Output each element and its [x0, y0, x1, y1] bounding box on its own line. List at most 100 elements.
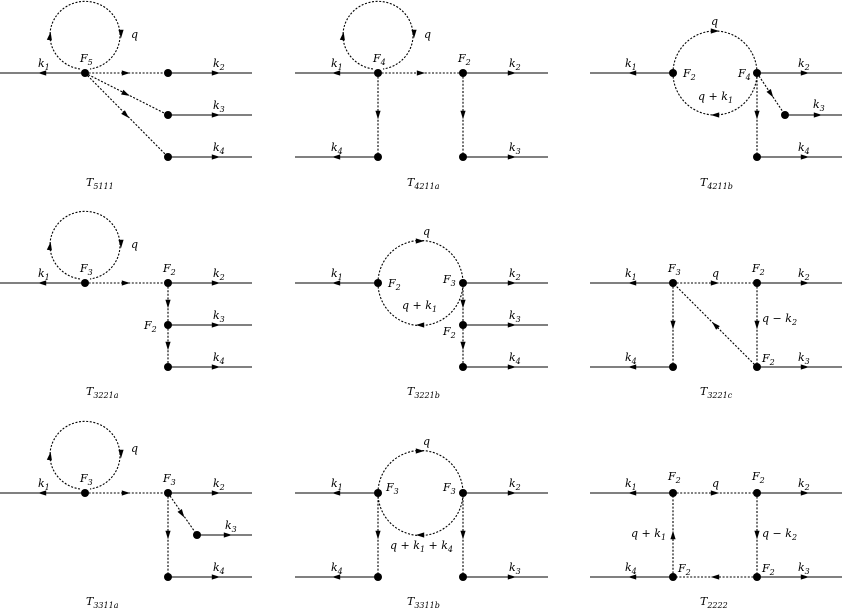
arrow-icon	[121, 490, 131, 496]
dashed-line	[84, 72, 169, 116]
arrow-icon	[121, 110, 129, 118]
label-q-plus-k1: q + k1​	[698, 90, 733, 105]
arrow-icon	[121, 70, 131, 76]
label-q: q	[712, 477, 719, 490]
arrow-icon	[211, 112, 221, 118]
arrow-icon	[121, 280, 131, 286]
arrow-icon	[710, 574, 720, 580]
label-q: q	[131, 442, 138, 455]
arrow-icon	[507, 364, 517, 370]
label-q: q	[423, 225, 430, 238]
arrow-icon	[165, 299, 171, 309]
panel-caption: T3221c	[700, 385, 733, 400]
arrow-icon	[37, 70, 47, 76]
vertex-f4	[374, 69, 382, 77]
label-k3: k3​	[798, 561, 810, 576]
vertex-f3	[81, 279, 89, 287]
arrow-icon	[211, 70, 221, 76]
label-f4: F4​	[737, 67, 751, 82]
panel-t3221c: k1​F3​qF2​q − k2​F2​k2​k4​k3​T3221c	[590, 262, 842, 400]
label-k4: k4​	[331, 561, 343, 576]
arrow-icon	[800, 154, 810, 160]
arrow-icon	[800, 574, 810, 580]
arrow-icon	[375, 530, 381, 540]
label-q-minus-k2: q − k2​	[762, 312, 797, 327]
label-k1: k1​	[331, 477, 343, 492]
arrow-icon	[627, 70, 637, 76]
vertex-dot	[164, 153, 172, 161]
label-f2: F2​	[162, 262, 176, 277]
arrow-icon	[754, 530, 760, 540]
vertex-dot	[164, 573, 172, 581]
arrow-icon	[46, 241, 52, 251]
label-f3: F3​	[385, 481, 399, 496]
arrow-icon	[460, 341, 466, 351]
panel-t5111: k1​F5​qk2​k3​k4​T5111	[0, 0, 252, 191]
arrow-icon	[211, 154, 221, 160]
vertex-dot	[669, 363, 677, 371]
label-q-plus-k1: q + k1​	[631, 527, 666, 542]
arrow-icon	[118, 239, 124, 249]
arrow-icon	[710, 280, 720, 286]
arrow-icon	[211, 322, 221, 328]
label-f2: F2​	[751, 262, 765, 277]
label-q-plus-k1-plus-k4: q + k1​ + k4​	[390, 539, 453, 554]
arrow-icon	[211, 490, 221, 496]
arrow-icon	[507, 322, 517, 328]
arrow-icon	[754, 110, 760, 120]
vertex-f3	[459, 279, 467, 287]
label-k2: k2​	[213, 477, 225, 492]
label-k3: k3​	[509, 141, 521, 156]
vertex-dot	[753, 153, 761, 161]
vertex-f3-right	[164, 489, 172, 497]
label-f2-lower: F2​	[761, 352, 775, 367]
label-f2-lower: F2​	[143, 319, 157, 334]
arrow-icon	[211, 574, 221, 580]
panel-caption: T3221b	[407, 385, 440, 400]
arrow-icon	[813, 112, 823, 118]
label-k2: k2​	[509, 477, 521, 492]
label-k3: k3​	[509, 309, 521, 324]
arrow-icon	[165, 530, 171, 540]
panel-t3311a: k1​F3​qF3​k2​k3​k4​T3311a	[0, 420, 252, 610]
arrow-icon	[507, 70, 517, 76]
label-k1: k1​	[625, 267, 637, 282]
arrow-icon	[331, 154, 341, 160]
arrow-icon	[37, 490, 47, 496]
arrow-icon	[375, 110, 381, 120]
label-k1: k1​	[38, 267, 50, 282]
panel-t4211b: k1​F2​F4​qq + k1​k2​k3​k4​T4211b	[590, 15, 842, 191]
panel-caption: T4211b	[700, 176, 733, 191]
vertex-dot	[164, 69, 172, 77]
label-f2: F2​	[457, 52, 471, 67]
vertex-f2-tl	[669, 489, 677, 497]
label-q: q	[712, 267, 719, 280]
arrow-icon	[211, 364, 221, 370]
label-k4: k4​	[625, 351, 637, 366]
vertex-dot	[459, 573, 467, 581]
label-k3: k3​	[509, 561, 521, 576]
arrow-icon	[118, 449, 124, 459]
label-q-plus-k1: q + k1​	[402, 299, 437, 314]
arrow-icon	[46, 31, 52, 41]
arrow-icon	[118, 29, 124, 39]
arrow-icon	[331, 490, 341, 496]
label-q: q	[711, 15, 718, 28]
vertex-f4	[753, 69, 761, 77]
arrow-icon	[507, 490, 517, 496]
label-k2: k2​	[798, 477, 810, 492]
label-k2: k2​	[509, 267, 521, 282]
label-f3: F3​	[79, 472, 93, 487]
label-f2: F2​	[387, 277, 401, 292]
label-k3: k3​	[213, 309, 225, 324]
label-k4: k4​	[213, 141, 225, 156]
label-k1: k1​	[625, 57, 637, 72]
arrow-icon	[670, 320, 676, 330]
panel-caption: T5111	[86, 176, 114, 191]
label-f3-right: F3​	[442, 481, 456, 496]
arrow-icon	[460, 530, 466, 540]
label-k3: k3​	[213, 99, 225, 114]
label-f5: F5​	[79, 52, 93, 67]
arrow-icon	[415, 448, 425, 454]
